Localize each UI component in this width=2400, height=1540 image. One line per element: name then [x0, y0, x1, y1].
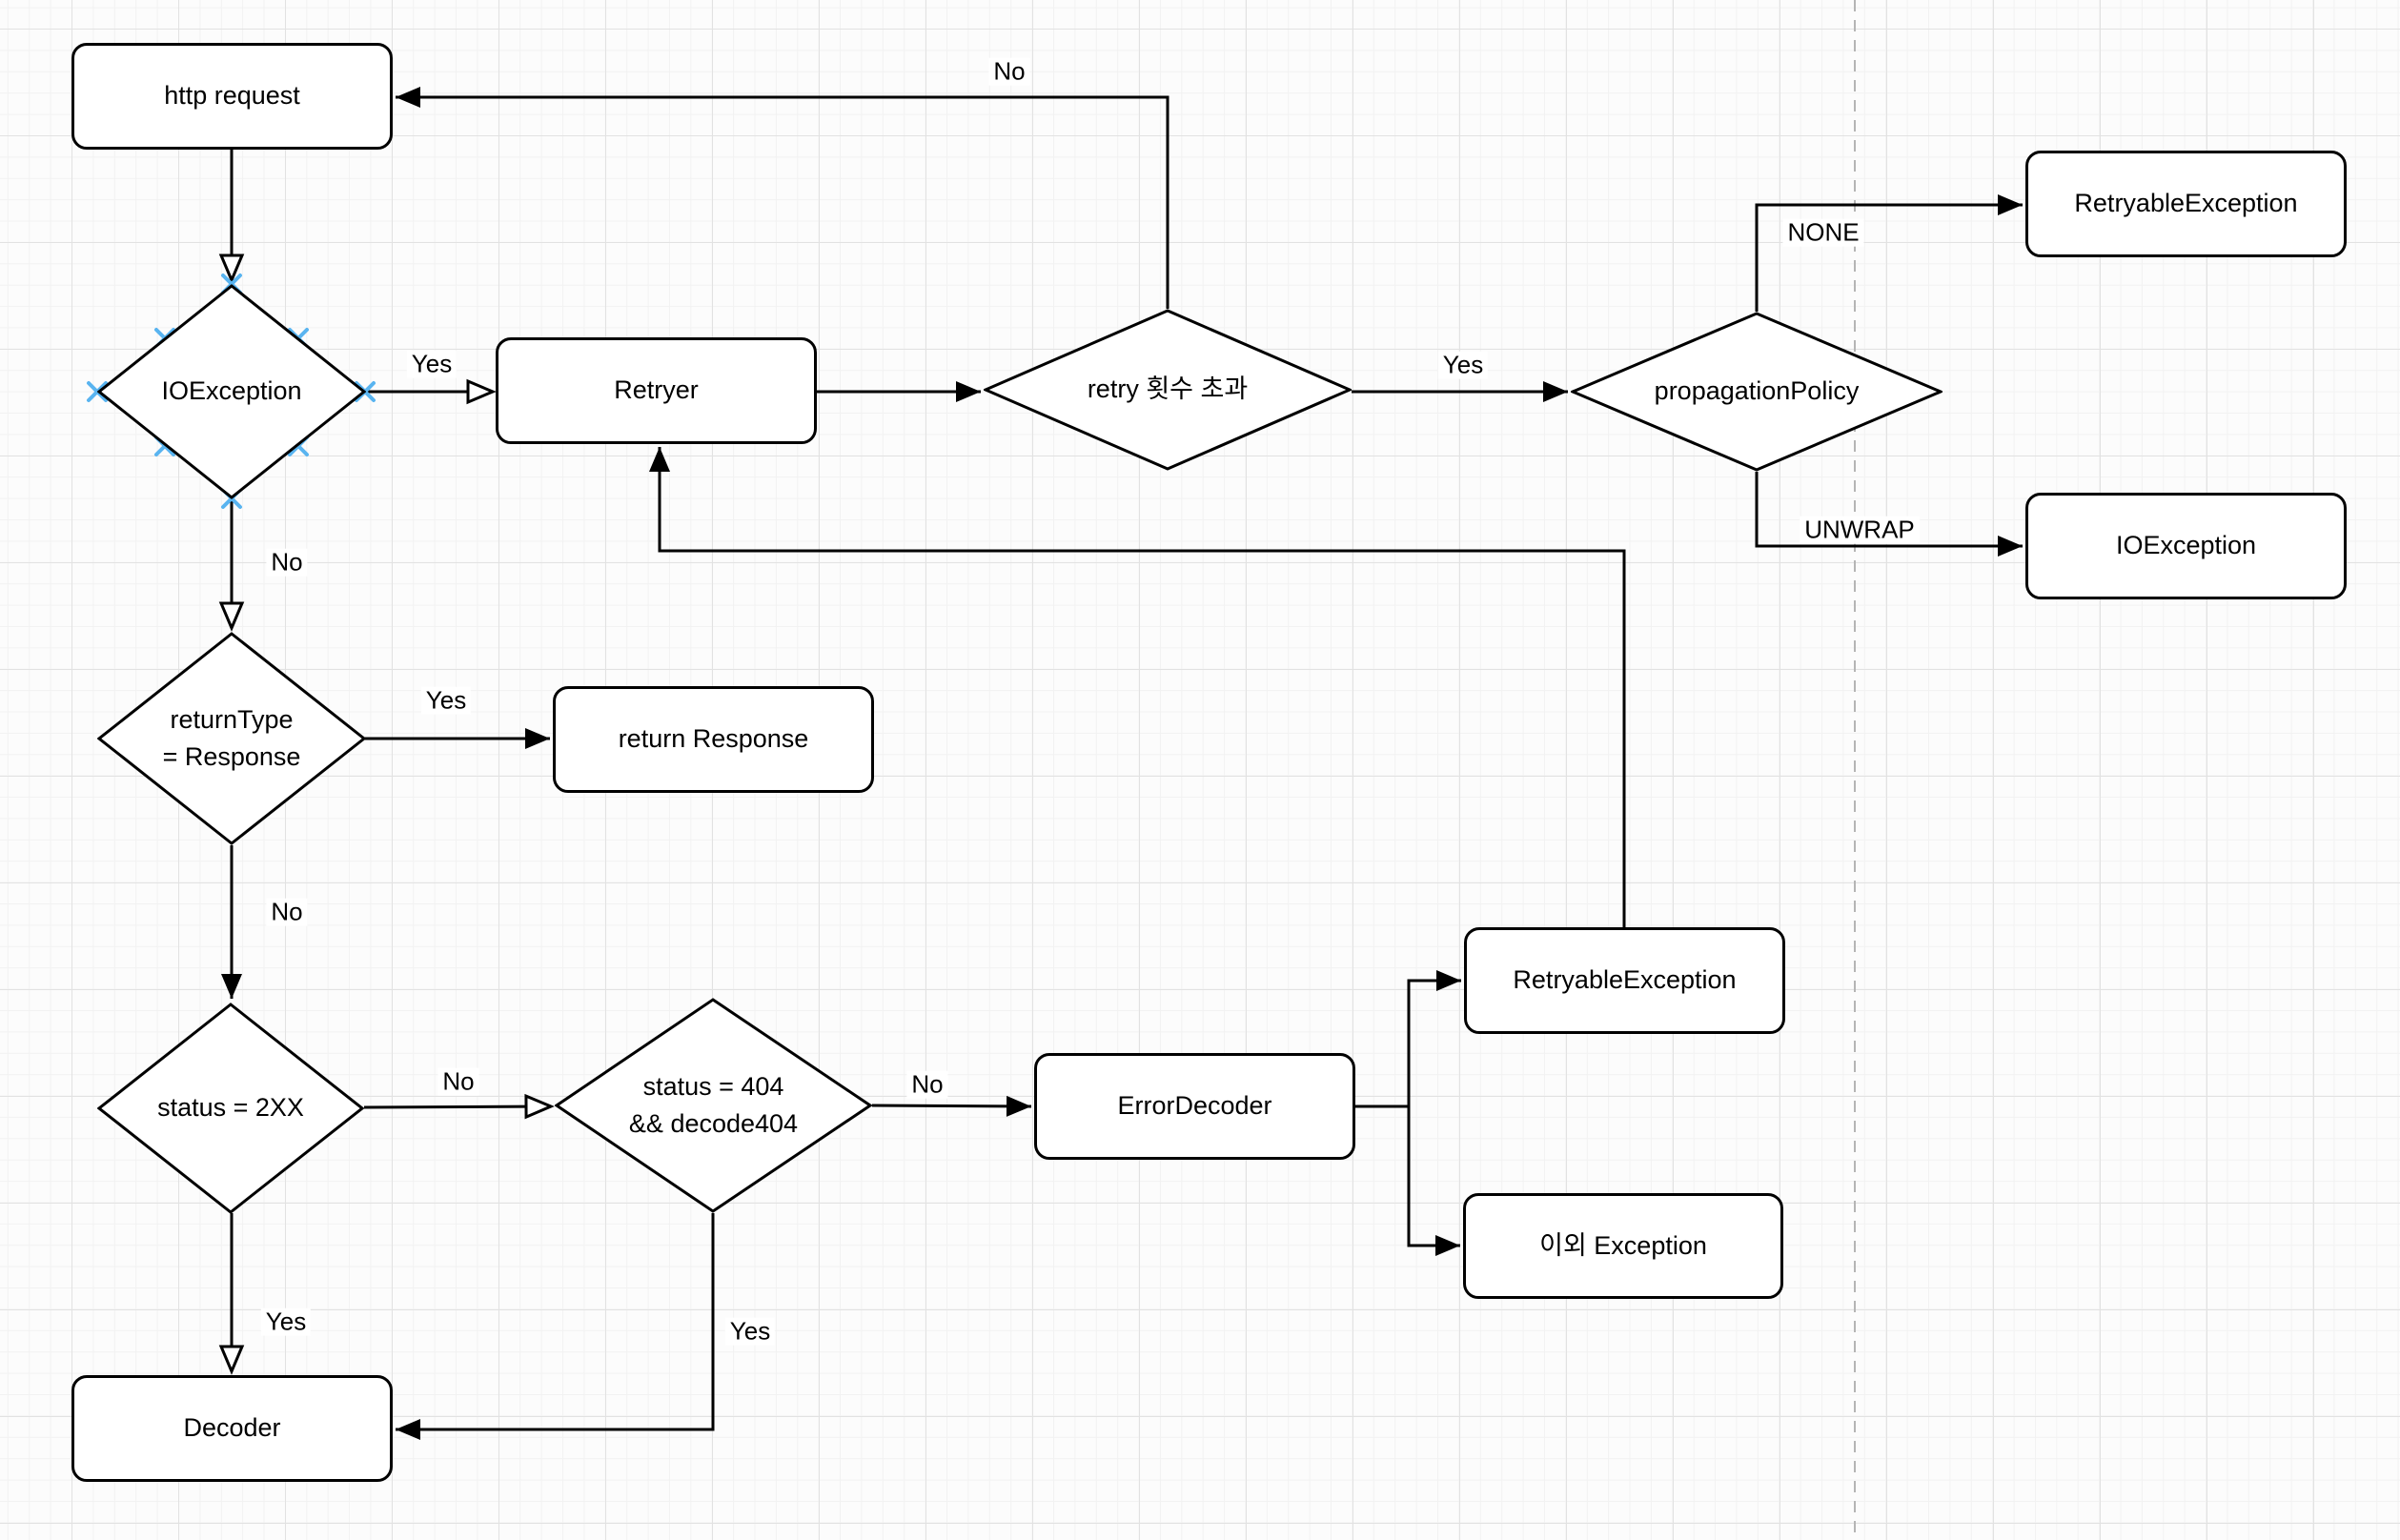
- edge-label-return-no[interactable]: No: [266, 899, 308, 926]
- edge-status2xx-no-to-status404[interactable]: [363, 1093, 555, 1120]
- decision-label: returnType = Response: [162, 704, 301, 771]
- node-label: RetryableException: [1513, 965, 1737, 995]
- edge-propagationpolicy-unwrap-to-ioexception[interactable]: [1755, 472, 2023, 557]
- node-label: http request: [164, 81, 300, 111]
- edge-label-status-no[interactable]: No: [437, 1068, 479, 1096]
- node-label: ErrorDecoder: [1117, 1091, 1272, 1121]
- diamond-shape: [97, 632, 366, 845]
- node-decoder[interactable]: Decoder: [71, 1375, 393, 1482]
- decision-io-exception[interactable]: IOException: [97, 284, 366, 499]
- edge-errordecoder-to-retryableexception[interactable]: [1355, 970, 1461, 1108]
- edge-label-retry-yes[interactable]: Yes: [1437, 352, 1489, 379]
- node-retryer[interactable]: Retryer: [496, 337, 817, 444]
- node-http-request[interactable]: http request: [71, 43, 393, 150]
- decision-label: IOException: [161, 376, 302, 406]
- diamond-shape: [984, 309, 1352, 471]
- decision-propagation-policy[interactable]: propagationPolicy: [1571, 312, 1942, 472]
- node-retryable-exception-top[interactable]: RetryableException: [2025, 151, 2347, 257]
- edge-label-s404-no[interactable]: No: [906, 1071, 948, 1099]
- decision-return-type[interactable]: returnType = Response: [97, 632, 366, 845]
- edge-errordecoder-to-otherexception[interactable]: [1407, 1106, 1460, 1256]
- diamond-shape: [555, 998, 872, 1213]
- diamond-shape: [97, 1003, 364, 1214]
- decision-label: retry 횟수 초과: [1087, 375, 1249, 404]
- edge-propagationpolicy-none-to-retryableexception[interactable]: [1755, 194, 2023, 312]
- decision-label: propagationPolicy: [1654, 376, 1860, 406]
- edge-status404-yes-to-decoder[interactable]: [396, 1213, 715, 1440]
- edge-label-policy-unwrap[interactable]: UNWRAP: [1800, 517, 1920, 544]
- node-label: Retryer: [614, 375, 699, 405]
- node-label: IOException: [2115, 531, 2257, 560]
- edge-label-return-yes[interactable]: Yes: [420, 687, 472, 715]
- edge-label-io-yes[interactable]: Yes: [406, 351, 458, 378]
- node-error-decoder[interactable]: ErrorDecoder: [1034, 1053, 1355, 1160]
- node-retryable-exception-mid[interactable]: RetryableException: [1464, 927, 1785, 1034]
- diamond-shape: [97, 284, 366, 499]
- decision-retry-count-exceeded[interactable]: retry 횟수 초과: [984, 309, 1352, 471]
- edge-status404-no-to-errordecoder[interactable]: [871, 1095, 1032, 1117]
- node-label: Decoder: [183, 1413, 281, 1443]
- node-label: 이외 Exception: [1539, 1230, 1707, 1260]
- node-label: return Response: [618, 724, 809, 754]
- decision-status-404[interactable]: status = 404 && decode404: [555, 998, 872, 1213]
- decision-label: status = 2XX: [157, 1093, 304, 1123]
- edge-label-status-yes[interactable]: Yes: [260, 1308, 312, 1336]
- node-return-response[interactable]: return Response: [553, 686, 874, 793]
- edge-label-retry-no[interactable]: No: [988, 58, 1030, 86]
- node-io-exception-out[interactable]: IOException: [2025, 493, 2347, 599]
- node-other-exception[interactable]: 이외 Exception: [1463, 1193, 1783, 1299]
- edge-label-policy-none[interactable]: NONE: [1782, 219, 1864, 247]
- decision-status-2xx[interactable]: status = 2XX: [97, 1003, 364, 1214]
- edge-label-io-no[interactable]: No: [266, 549, 308, 577]
- decision-label: status = 404 && decode404: [628, 1071, 799, 1138]
- edge-retryableexception-to-retryer[interactable]: [649, 447, 1626, 927]
- edge-retrycount-no-to-httprequest[interactable]: [396, 87, 1169, 309]
- node-label: RetryableException: [2074, 189, 2298, 218]
- edge-label-s404-yes[interactable]: Yes: [724, 1318, 776, 1346]
- diamond-shape: [1571, 312, 1942, 472]
